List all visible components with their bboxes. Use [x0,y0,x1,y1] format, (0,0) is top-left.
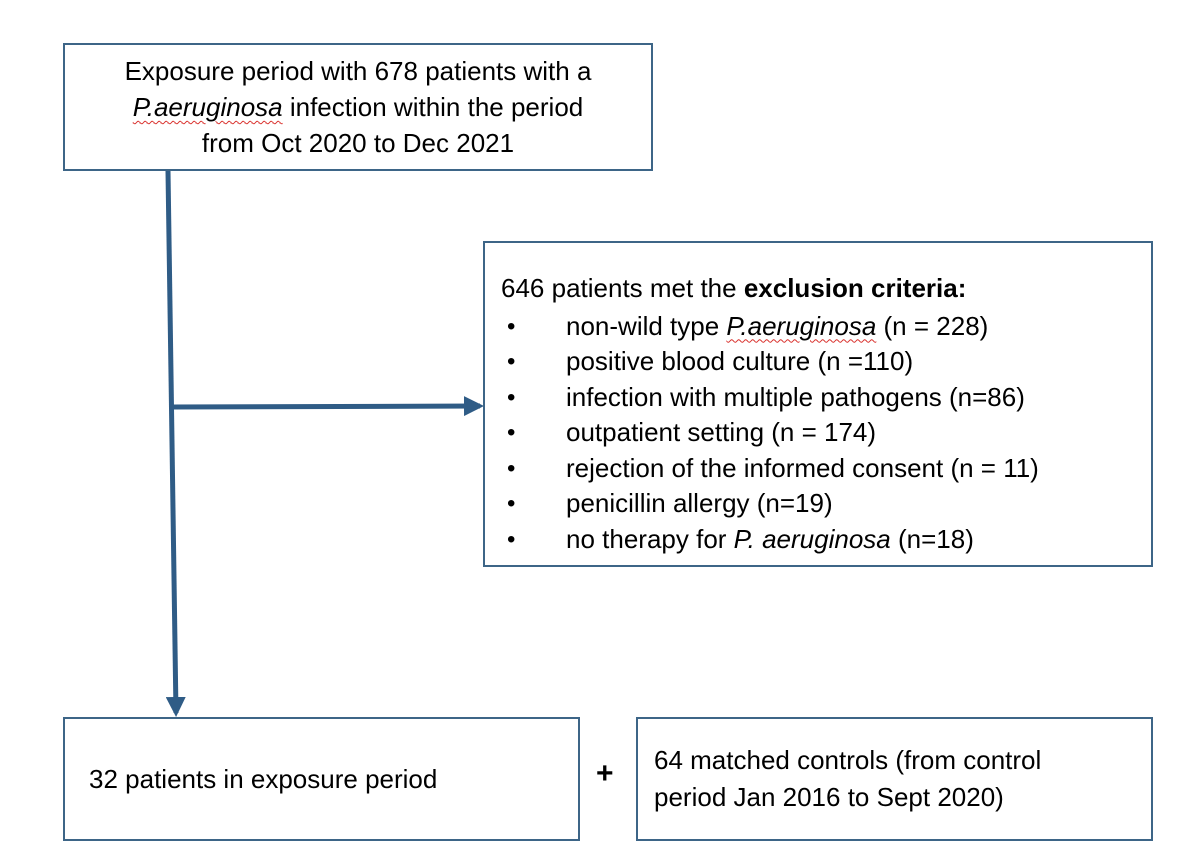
exposure-patients-text: 32 patients in exposure period [89,763,438,794]
exclusion-item-consent-rejection: • rejection of the informed consent (n = … [501,451,1151,487]
exclusion-item-text: non-wild type [566,310,727,341]
exclusion-item-multiple-pathogens: • infection with multiple pathogens (n=86… [501,380,1151,416]
bullet-icon: • [507,348,516,375]
exclusion-item-no-therapy: • no therapy for P. aeruginosa (n=18) [501,522,1151,558]
exclusion-intro: 646 patients met the [501,273,744,303]
controls-line-1: 64 matched controls (from control [654,745,1042,775]
exposure-period-text: Exposure period with 678 patients with a… [65,53,651,161]
matched-controls-text: 64 matched controls (from control period… [654,742,1041,816]
exposure-patients-box: 32 patients in exposure period [63,717,580,841]
vertical-flow-arrow [165,170,186,717]
exclusion-item-non-wild-type: • non-wild type P.aeruginosa (n = 228) [501,309,1151,345]
exclusion-item-count: (n=18) [890,523,974,554]
exclusion-branch-arrow [171,396,484,417]
bullet-icon: • [507,454,516,482]
bullet-icon: • [507,490,516,517]
bullet-icon: • [507,419,516,446]
bullet-icon: • [507,312,516,340]
exclusion-item-text: rejection of the informed consent (n = 1… [566,452,1039,483]
species-name: P.aeruginosa [132,92,283,122]
exclusion-item-count: (n = 228) [876,310,989,341]
exclusion-item-text: outpatient setting (n = 174) [566,417,877,447]
exclusion-item-text: penicillin allergy (n=19) [566,488,833,518]
exposure-line-2-rest: infection within the period [282,92,584,122]
exclusion-item-text: positive blood culture (n =110) [566,346,914,376]
exclusion-criteria-list: • non-wild type P.aeruginosa (n = 228) • p… [501,309,1151,558]
exclusion-item-outpatient: • outpatient setting (n = 174) [501,415,1151,451]
exposure-line-3: from Oct 2020 to Dec 2021 [201,128,515,158]
exclusion-criteria-box: 646 patients met the exclusion criteria:… [483,241,1153,567]
exposure-line-2: P.aeruginosa infection within the period [65,89,651,125]
exclusion-item-blood-culture: • positive blood culture (n =110) [501,344,1151,380]
controls-line-2: period Jan 2016 to Sept 2020) [654,782,1004,812]
species-name: P. aeruginosa [733,523,891,554]
exclusion-item-text: no therapy for [566,523,734,554]
matched-controls-box: 64 matched controls (from control period… [636,717,1153,841]
bullet-icon: • [507,383,516,411]
exclusion-item-text: infection with multiple pathogens (n=86) [566,381,1025,412]
exclusion-headline: 646 patients met the exclusion criteria: [501,271,1151,307]
bullet-icon: • [507,525,516,553]
plus-sign: + [596,757,614,790]
exclusion-criteria-label: exclusion criteria: [743,273,967,303]
exclusion-item-penicillin-allergy: • penicillin allergy (n=19) [501,486,1151,522]
exposure-period-box: Exposure period with 678 patients with a… [63,43,653,171]
exposure-line-1: Exposure period with 678 patients with a [124,56,592,86]
species-name: P.aeruginosa [726,310,877,341]
